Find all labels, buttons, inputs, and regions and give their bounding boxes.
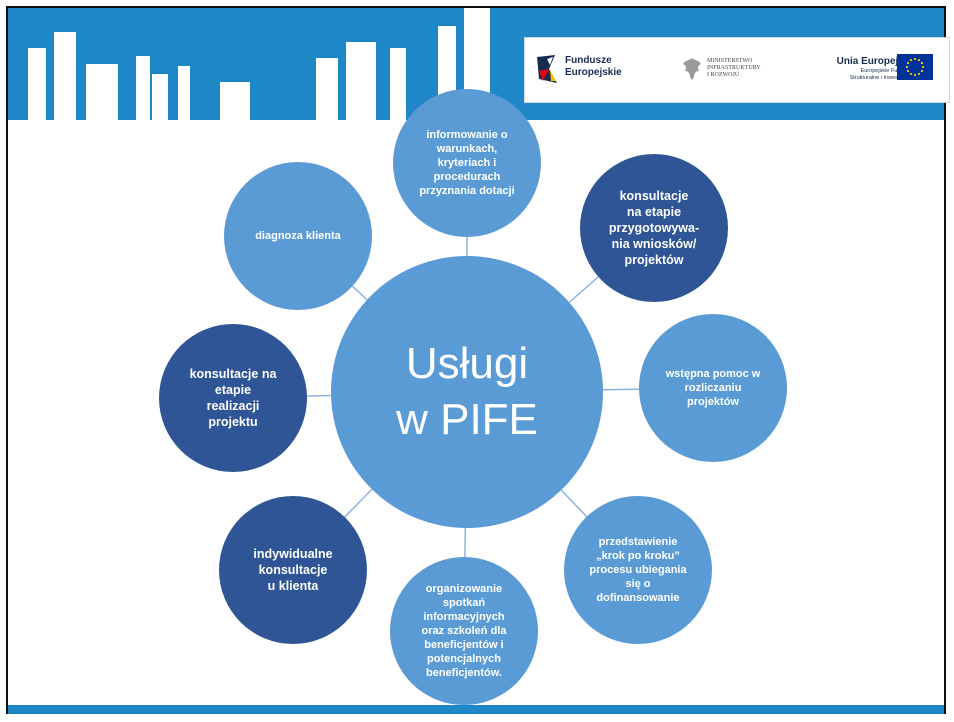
header-shape [136,56,150,120]
service-node: konsultacje na etapie przygotowywa- nia … [580,154,728,302]
header-shape [54,32,76,120]
eu-flag-star [917,72,921,76]
eu-flag-star [906,69,910,73]
eu-flag-star [913,57,917,61]
header-shape [316,58,338,120]
service-node: indywidualne konsultacje u klienta [219,496,367,644]
ministry-logo-text: MINISTERSTWO INFRASTRUKTURY I ROZWOJU [707,58,761,78]
eu-flag-star [913,73,917,77]
eu-flag-star [906,61,910,65]
service-node: informowanie o warunkach, kryteriach i p… [393,89,541,237]
eu-flag-star [920,61,924,65]
service-node: konsultacje na etapie realizacji projekt… [159,324,307,472]
connector-line [560,489,588,518]
eu-funds-logo-text: Fundusze Europejskie [565,55,622,78]
service-node-label: wstępna pomoc w rozliczaniu projektów [665,368,761,408]
connector-line [306,394,332,397]
eu-flag-star [909,72,913,76]
service-node-label: przedstawienie „krok po kroku” procesu u… [589,536,687,604]
connector-line [351,285,368,301]
service-node-label: indywidualne konsultacje u klienta [253,547,333,593]
service-node-label: konsultacje na etapie przygotowywa- nia … [608,189,700,267]
ministry-eagle-icon [683,58,701,80]
connector-line [344,488,373,518]
eu-flag-star [909,58,913,62]
service-node-label: organizowanie spotkań informacyjnych ora… [421,583,507,679]
eu-flag-star [921,65,925,69]
service-node-label: konsultacje na etapie realizacji projekt… [189,367,277,429]
header-shape [86,64,118,120]
center-circle: Usługi w PIFE [331,256,603,528]
eu-flag-star [917,58,921,62]
service-node-label: informowanie o warunkach, kryteriach i p… [419,129,515,197]
eu-flag-star [920,69,924,73]
connector-line [568,276,599,303]
header-shape [28,48,46,120]
service-node: diagnoza klienta [224,162,372,310]
header-shape [346,42,376,120]
service-node: przedstawienie „krok po kroku” procesu u… [564,496,712,644]
service-node-label: diagnoza klienta [255,230,341,242]
eu-funds-logo-icon [537,55,557,83]
connector-line [602,388,640,391]
header-shape [152,74,168,120]
service-node: organizowanie spotkań informacyjnych ora… [390,557,538,705]
header-shape [178,66,190,120]
eu-logo-title: Unia Europejska [836,56,915,67]
logo-bar: Fundusze Europejskie MINISTERSTWO INFRAS… [524,37,950,103]
eu-flag-star [905,65,909,69]
footer-bar [8,705,944,714]
header-shape [220,82,250,120]
center-label: Usługi w PIFE [396,339,538,444]
header-shape [390,48,406,120]
service-node: wstępna pomoc w rozliczaniu projektów [639,314,787,462]
eu-flag-icon [897,54,933,80]
